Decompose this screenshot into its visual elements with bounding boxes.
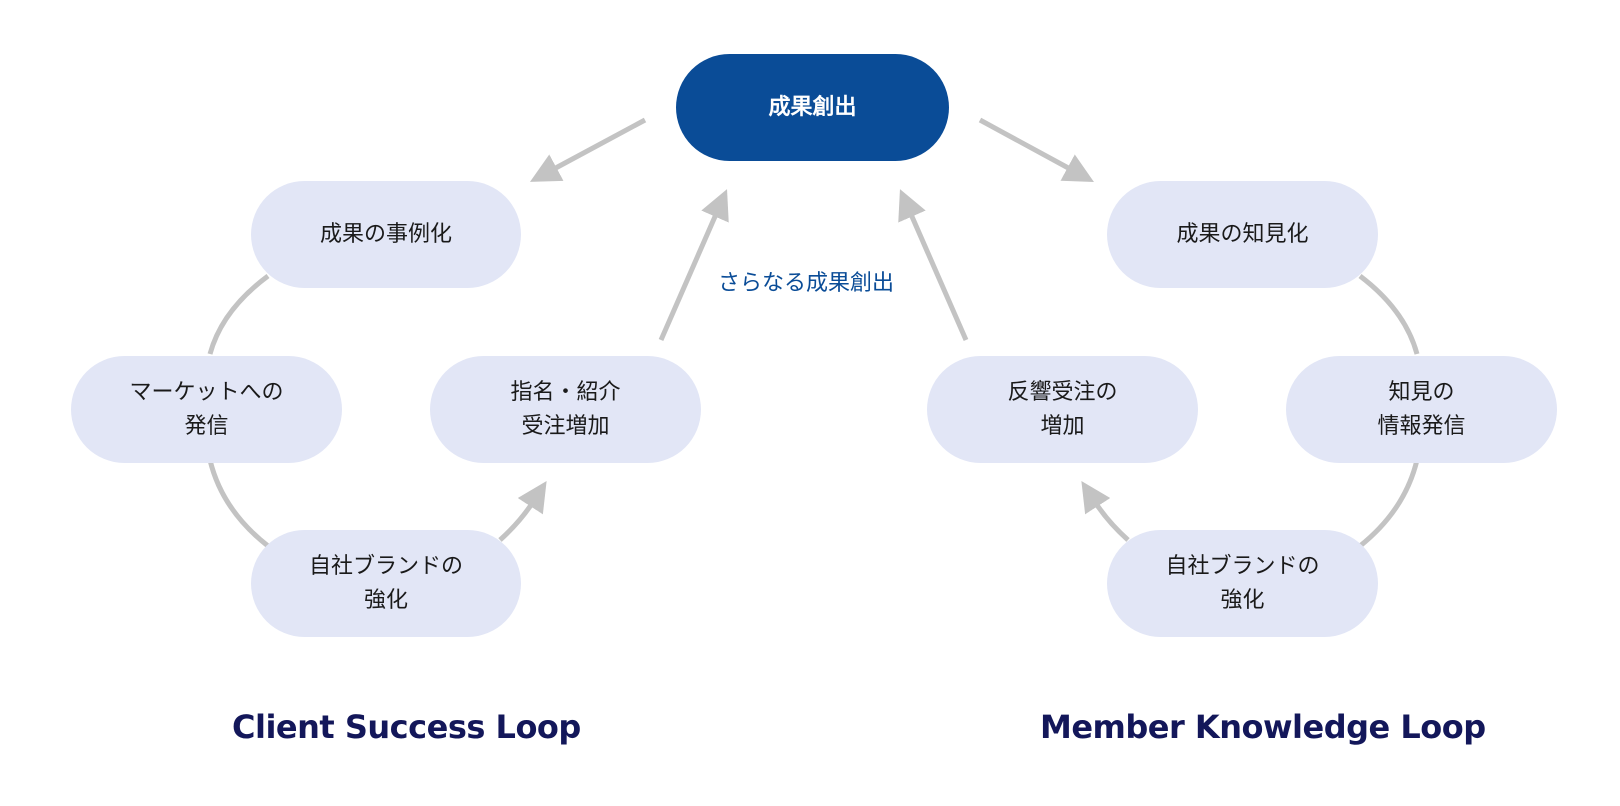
node-info-outreach-line1: 知見の (1388, 379, 1455, 405)
node-knowledge: 成果の知見化 (1107, 181, 1378, 288)
node-referral-line2: 受注増加 (521, 413, 610, 439)
client-loop-title: Client Success Loop (232, 708, 581, 746)
arc-case-study-to-market (207, 273, 270, 355)
arrow-brand-to-referral (498, 481, 547, 542)
arrow-inbound-to-top (898, 189, 969, 342)
top-node-label: 成果創出 (768, 94, 857, 120)
node-member-brand-line1: 自社ブランドの (1165, 553, 1320, 579)
node-info-outreach-line2: 情報発信 (1377, 413, 1466, 439)
member-loop-title: Member Knowledge Loop (1040, 708, 1486, 746)
arc-info-to-brand (1358, 459, 1420, 548)
arrow-top-to-case-study (529, 117, 647, 182)
node-case-study-line1: 成果の事例化 (319, 221, 452, 247)
node-member-brand: 自社ブランドの 強化 (1107, 530, 1378, 637)
node-inbound: 反響受注の 増加 (927, 356, 1198, 463)
arrow-top-to-knowledge (978, 117, 1094, 182)
node-market-outreach: マーケットへの 発信 (71, 356, 342, 463)
node-knowledge-line1: 成果の知見化 (1176, 221, 1309, 247)
node-inbound-line1: 反響受注の (1007, 379, 1118, 405)
mid-label-further-outcome: さらなる成果創出 (718, 271, 895, 296)
node-inbound-line2: 増加 (1040, 413, 1085, 439)
node-member-brand-line2: 強化 (1220, 587, 1265, 613)
arc-knowledge-to-info (1358, 274, 1420, 355)
node-market-outreach-line1: マーケットへの (129, 379, 284, 405)
node-info-outreach: 知見の 情報発信 (1286, 356, 1557, 463)
node-client-brand-line2: 強化 (363, 587, 408, 613)
node-referral: 指名・紹介 受注増加 (430, 356, 701, 463)
node-referral-line1: 指名・紹介 (510, 379, 621, 405)
arrow-referral-to-top (658, 189, 729, 342)
top-node-outcome: 成果創出 (676, 54, 949, 161)
node-case-study: 成果の事例化 (251, 181, 521, 288)
arc-market-to-brand (207, 459, 270, 548)
node-client-brand: 自社ブランドの 強化 (251, 530, 521, 637)
node-market-outreach-line2: 発信 (184, 413, 229, 439)
arrow-brand-to-inbound (1081, 481, 1130, 542)
node-client-brand-line1: 自社ブランドの (308, 553, 463, 579)
